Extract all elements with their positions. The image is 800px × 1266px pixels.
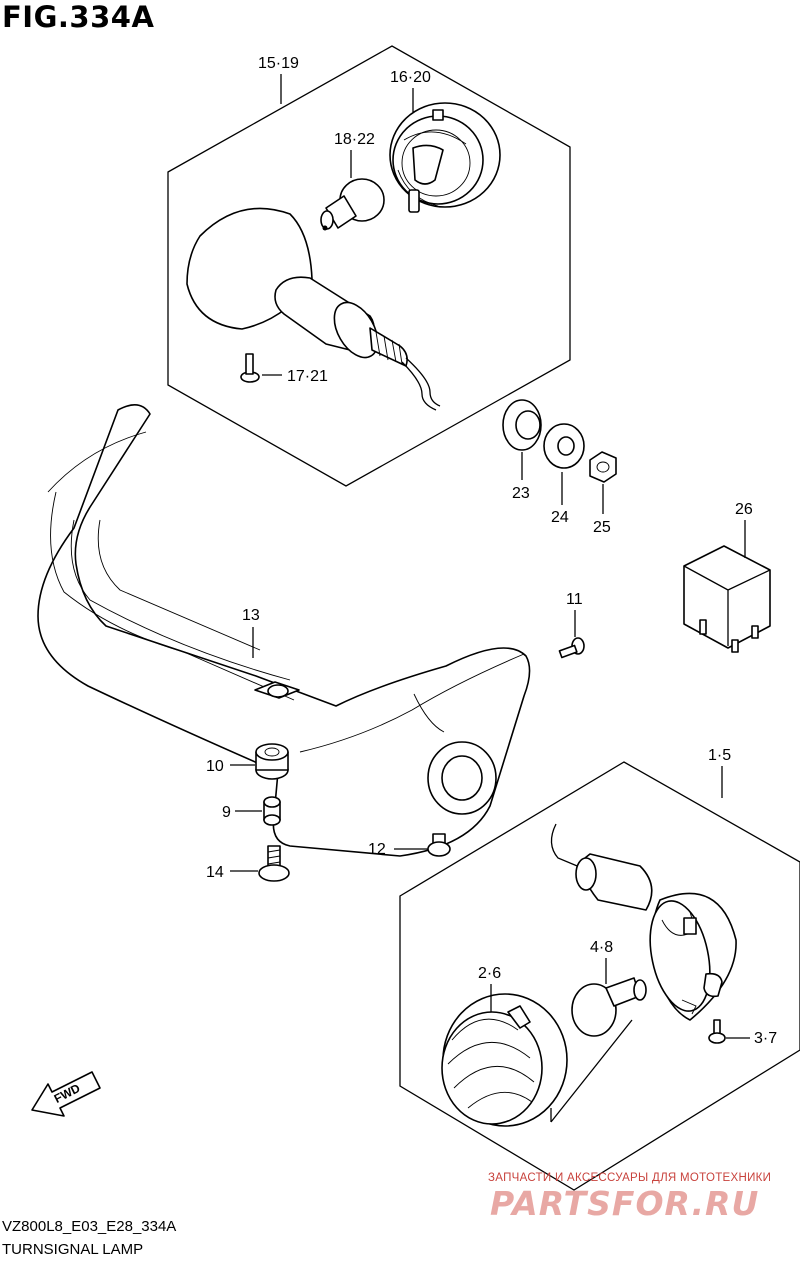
front-turnsignal-assembly-group xyxy=(167,45,571,487)
screw-11 xyxy=(558,610,585,659)
nut-25 xyxy=(589,451,617,514)
callout-23: 23 xyxy=(512,485,530,502)
lens-2-6 xyxy=(441,984,568,1127)
lower-lamp-body xyxy=(550,823,737,1021)
watermark-logo: PARTSFOR.RU xyxy=(490,1184,760,1223)
callout-16-20: 16·20 xyxy=(390,69,431,86)
callout-26: 26 xyxy=(735,501,753,518)
callout-9: 9 xyxy=(222,804,231,821)
washer-24 xyxy=(543,423,585,505)
callout-18-22: 18·22 xyxy=(334,131,375,148)
relay-26 xyxy=(683,520,771,653)
callout-25: 25 xyxy=(593,519,611,536)
figure-title: FIG.334A xyxy=(2,0,155,34)
collar-9 xyxy=(235,796,281,826)
bulb-18-22 xyxy=(320,150,385,231)
bracket-13 xyxy=(37,404,531,857)
callout-24: 24 xyxy=(551,509,569,526)
callout-17-21: 17·21 xyxy=(287,368,328,385)
watermark-tagline: ЗАПЧАСТИ И АКСЕССУАРЫ ДЛЯ МОТОТЕХНИКИ xyxy=(488,1172,772,1184)
callout-3-7: 3·7 xyxy=(754,1030,777,1047)
callout-11: 11 xyxy=(566,591,583,608)
callout-10: 10 xyxy=(206,758,224,775)
fwd-arrow-icon: FWD xyxy=(31,1071,101,1117)
screw-3-7 xyxy=(708,1019,750,1044)
callout-14: 14 xyxy=(206,864,224,881)
figure-code: VZ800L8_E03_E28_334A xyxy=(2,1218,177,1235)
callout-15-19: 15·19 xyxy=(258,55,299,72)
screw-17-21 xyxy=(240,353,282,383)
lamp-body-shell xyxy=(186,207,441,411)
nut-23 xyxy=(502,399,542,480)
callout-12: 12 xyxy=(368,841,386,858)
callout-4-8: 4·8 xyxy=(590,939,613,956)
figure-name: TURNSIGNAL LAMP xyxy=(2,1241,144,1258)
grommet-10 xyxy=(230,743,289,780)
callout-13: 13 xyxy=(242,607,260,624)
callout-1-5: 1·5 xyxy=(708,747,731,764)
rear-turnsignal-assembly-group xyxy=(399,761,800,1191)
bulb-4-8 xyxy=(571,958,647,1037)
callout-2-6: 2·6 xyxy=(478,965,501,982)
bolt-14 xyxy=(230,845,290,882)
nut-12 xyxy=(394,833,451,857)
lamp-housing-16-20 xyxy=(389,88,501,213)
